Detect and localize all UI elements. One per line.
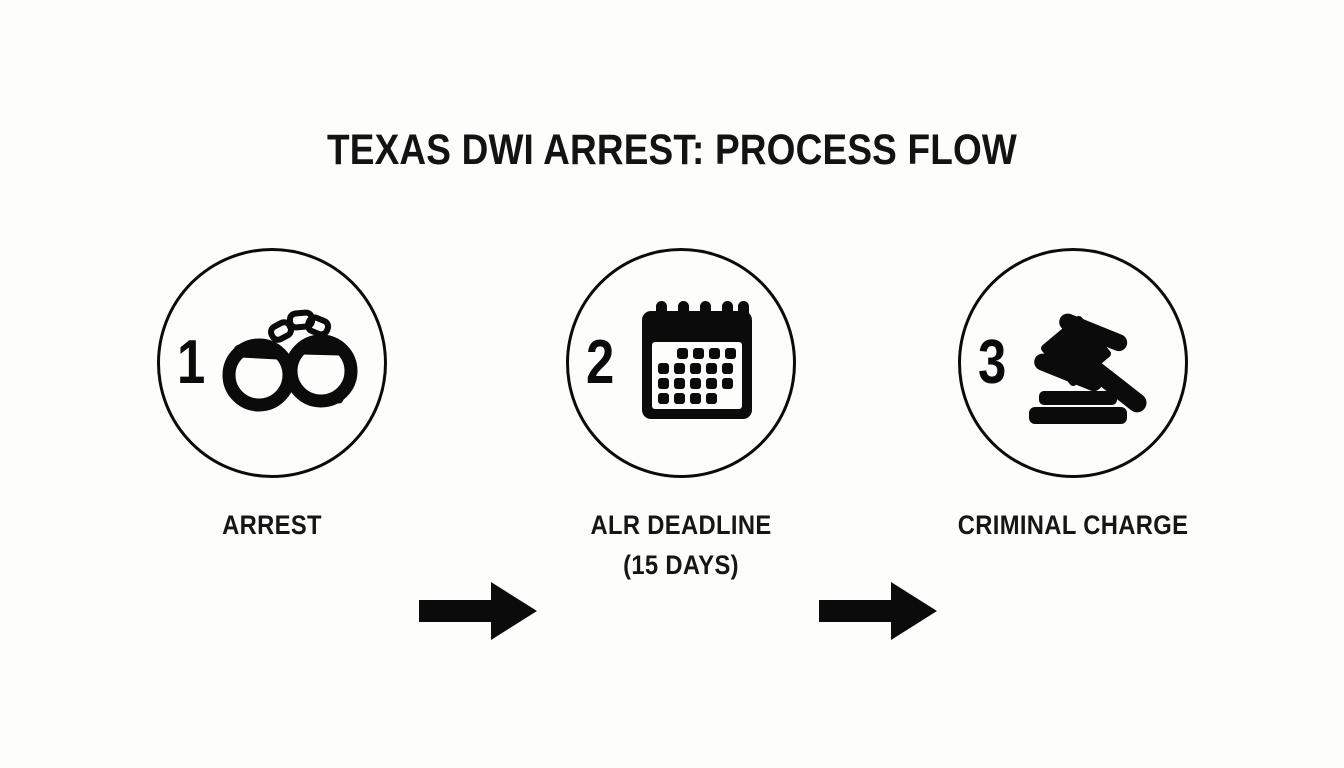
step-node-3[interactable]: 3 [958,248,1188,478]
step-circle-3 [958,248,1188,478]
calendar-icon [622,298,772,428]
step-label-2-line2: (15 DAYS) [623,550,739,580]
step-node-1[interactable]: 1 [157,248,387,478]
page-title: TEXAS DWI ARREST: PROCESS FLOW [326,126,1017,174]
step-label-2: ALR DEADLINE (15 DAYS) [566,505,796,585]
arrow-right-icon-1 [419,582,537,640]
step-circle-2 [566,248,796,478]
step-label-1-line1: ARREST [222,510,322,540]
gavel-icon [1014,298,1164,428]
step-label-3-line1: CRIMINAL CHARGE [957,510,1189,540]
step-number-1: 1 [177,328,206,397]
arrow-right-icon-2 [819,582,937,640]
step-circle-1 [157,248,387,478]
step-number-3: 3 [978,328,1007,397]
step-label-3: CRIMINAL CHARGE [928,505,1218,545]
step-label-2-line1: ALR DEADLINE [590,510,772,540]
step-label-1: ARREST [157,505,387,545]
handcuffs-icon [213,298,363,428]
process-flow: 1 [0,248,1344,640]
step-node-2[interactable]: 2 [566,248,796,478]
step-number-2: 2 [586,328,615,397]
